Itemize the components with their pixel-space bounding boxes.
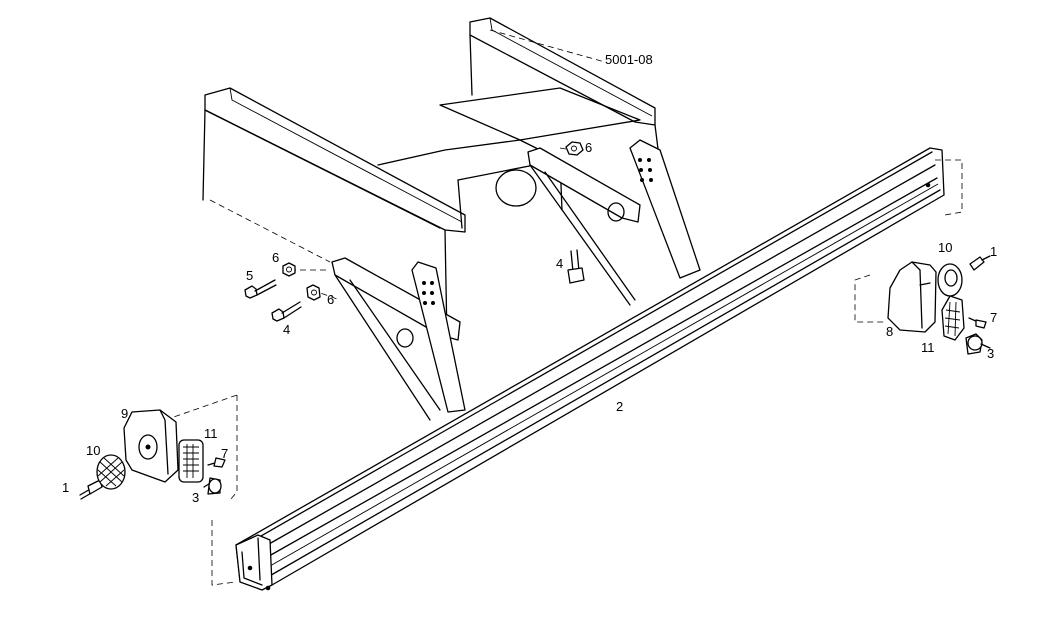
callout-7-right: 7 <box>990 310 997 325</box>
callout-7-left: 7 <box>221 446 228 461</box>
callout-3-right: 3 <box>987 346 994 361</box>
lamp-housing-icon <box>123 409 179 483</box>
bolt-icon <box>271 301 302 322</box>
callout-4-center-a: 4 <box>283 322 290 337</box>
bolt-icon <box>244 279 277 299</box>
fasteners <box>79 141 991 500</box>
leader-lines <box>164 29 963 586</box>
reflector-grille-icon <box>937 263 963 297</box>
callout-11-right: 11 <box>921 340 935 355</box>
callout-6-center-a: 6 <box>272 250 279 265</box>
nut-icon <box>565 141 584 156</box>
bolt-icon <box>567 249 585 284</box>
callout-10-left: 10 <box>86 443 100 458</box>
callout-4-center-b: 4 <box>556 256 563 271</box>
nut-icon <box>306 284 321 301</box>
callout-10-right: 10 <box>938 240 952 255</box>
bumper-beam <box>235 147 945 591</box>
lens-icon <box>941 295 965 341</box>
callout-2-bumper: 2 <box>616 399 623 414</box>
callout-6-center-b: 6 <box>327 292 334 307</box>
callout-11-left: 11 <box>204 426 218 441</box>
screw-icon <box>207 457 226 468</box>
callout-1-right: 1 <box>990 244 997 259</box>
callout-8-right: 8 <box>886 324 893 339</box>
callout-1-left: 1 <box>62 480 69 495</box>
screw-icon <box>968 317 987 329</box>
callout-6-top: 6 <box>585 140 592 155</box>
lens-icon <box>178 439 204 483</box>
lamp-housing-icon <box>887 261 937 333</box>
screw-icon <box>969 255 991 271</box>
callout-5-center: 5 <box>246 268 253 283</box>
screw-icon <box>965 333 991 355</box>
chassis-frame <box>202 17 701 421</box>
reflector-grille-icon <box>96 454 126 490</box>
diagram-code: 5001-08 <box>605 52 653 67</box>
screw-icon <box>203 477 222 495</box>
callout-labels: 5001-08 1 10 9 11 7 3 5 6 6 4 4 6 2 10 1… <box>62 52 997 505</box>
callout-3-left: 3 <box>192 490 199 505</box>
screw-icon <box>79 479 103 500</box>
callout-9-left: 9 <box>121 406 128 421</box>
nut-icon <box>282 262 296 277</box>
